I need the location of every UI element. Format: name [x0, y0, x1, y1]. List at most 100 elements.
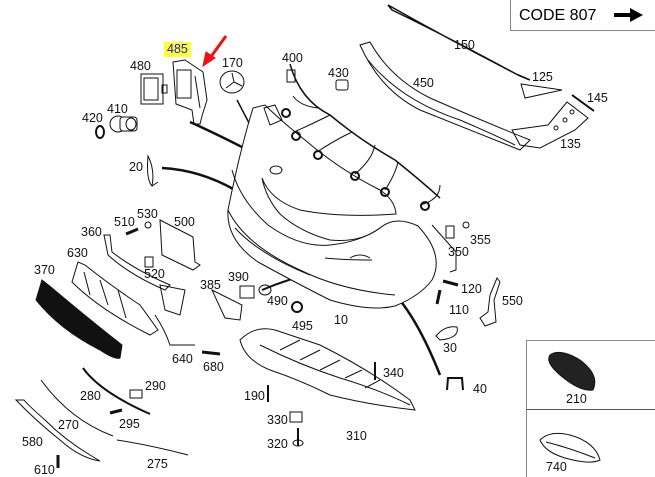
label-450[interactable]: 450 — [413, 76, 434, 90]
part-390-sensor[interactable] — [239, 285, 255, 299]
label-410[interactable]: 410 — [107, 102, 128, 116]
part-355-screw[interactable] — [462, 221, 470, 229]
label-190[interactable]: 190 — [244, 389, 265, 403]
label-275[interactable]: 275 — [147, 457, 168, 471]
part-480-module[interactable] — [140, 73, 168, 105]
label-580[interactable]: 580 — [22, 435, 43, 449]
label-430[interactable]: 430 — [328, 66, 349, 80]
part-420-ring[interactable] — [95, 125, 105, 139]
label-290[interactable]: 290 — [145, 379, 166, 393]
part-310-undertray[interactable] — [239, 328, 416, 411]
label-355[interactable]: 355 — [470, 233, 491, 247]
arrow-right-icon — [614, 8, 643, 22]
label-280[interactable]: 280 — [80, 389, 101, 403]
label-10[interactable]: 10 — [334, 313, 348, 327]
label-390[interactable]: 390 — [228, 270, 249, 284]
label-210[interactable]: 210 — [566, 392, 587, 406]
label-125[interactable]: 125 — [532, 70, 553, 84]
part-520-clip[interactable] — [144, 256, 154, 268]
label-630[interactable]: 630 — [67, 246, 88, 260]
label-350[interactable]: 350 — [448, 245, 469, 259]
part-490-sensor[interactable] — [258, 284, 272, 296]
label-480[interactable]: 480 — [130, 59, 151, 73]
label-495[interactable]: 495 — [292, 319, 313, 333]
part-295-clip[interactable] — [109, 408, 123, 415]
part-270-strip[interactable] — [40, 379, 114, 437]
part-330-nut[interactable] — [289, 411, 303, 423]
label-310[interactable]: 310 — [346, 429, 367, 443]
part-550-bracket[interactable] — [479, 276, 501, 327]
code-807-box: CODE 807 — [510, 0, 655, 31]
part-640-trim[interactable] — [154, 314, 195, 346]
part-10-bumper[interactable] — [227, 104, 437, 309]
label-610[interactable]: 610 — [34, 463, 55, 477]
label-30[interactable]: 30 — [443, 341, 457, 355]
part-580-trim[interactable] — [14, 399, 101, 462]
part-275-strip[interactable] — [116, 439, 189, 456]
label-510[interactable]: 510 — [114, 215, 135, 229]
label-150[interactable]: 150 — [454, 38, 475, 52]
part-360-bracket[interactable] — [103, 234, 186, 316]
label-550[interactable]: 550 — [502, 294, 523, 308]
label-330[interactable]: 330 — [267, 413, 288, 427]
part-30-cover[interactable] — [435, 326, 458, 341]
inset-box-210 — [526, 340, 655, 410]
part-135-grille[interactable] — [511, 101, 589, 149]
label-170[interactable]: 170 — [222, 56, 243, 70]
red-pointer-arrow-icon — [202, 35, 228, 68]
part-740-light[interactable] — [539, 432, 601, 463]
label-120[interactable]: 120 — [461, 282, 482, 296]
label-500[interactable]: 500 — [174, 215, 195, 229]
label-135[interactable]: 135 — [560, 137, 581, 151]
label-320[interactable]: 320 — [267, 437, 288, 451]
label-370[interactable]: 370 — [34, 263, 55, 277]
label-340[interactable]: 340 — [383, 366, 404, 380]
label-520[interactable]: 520 — [144, 267, 165, 281]
part-430-clip[interactable] — [335, 79, 349, 91]
part-530-nut[interactable] — [144, 221, 152, 229]
part-145-strip[interactable] — [571, 94, 595, 112]
label-270[interactable]: 270 — [58, 418, 79, 432]
part-210-grille-insert[interactable] — [548, 351, 596, 391]
part-350-clip[interactable] — [445, 225, 455, 239]
label-360[interactable]: 360 — [81, 225, 102, 239]
part-510-bolt[interactable] — [125, 227, 139, 236]
part-485-bracket[interactable] — [172, 59, 208, 125]
part-450-carrier[interactable] — [359, 41, 531, 151]
label-295[interactable]: 295 — [119, 417, 140, 431]
part-290-bracket[interactable] — [129, 389, 143, 399]
part-495-ring[interactable] — [291, 301, 303, 313]
label-680[interactable]: 680 — [203, 360, 224, 374]
part-410-sensor[interactable] — [109, 115, 138, 133]
part-125-trim[interactable] — [520, 83, 563, 99]
part-320-screw[interactable] — [292, 428, 304, 447]
part-120-screw[interactable] — [442, 279, 459, 287]
label-40[interactable]: 40 — [473, 382, 487, 396]
part-40-bracket[interactable] — [446, 377, 464, 391]
part-400-harness[interactable] — [281, 63, 441, 211]
part-680-clip[interactable] — [201, 350, 221, 356]
part-150-strip[interactable] — [387, 4, 531, 81]
label-530[interactable]: 530 — [137, 207, 158, 221]
label-640[interactable]: 640 — [172, 352, 193, 366]
label-485-highlighted[interactable]: 485 — [164, 42, 191, 57]
label-20[interactable]: 20 — [129, 160, 143, 174]
part-500-plate[interactable] — [159, 219, 201, 271]
code-label: CODE 807 — [519, 7, 597, 24]
label-420[interactable]: 420 — [82, 111, 103, 125]
part-110-bolt[interactable] — [435, 289, 442, 305]
label-400[interactable]: 400 — [282, 51, 303, 65]
part-370-lower-grille[interactable] — [35, 279, 123, 359]
part-630-frame[interactable] — [71, 261, 159, 336]
part-385-bracket[interactable] — [210, 288, 243, 321]
label-145[interactable]: 145 — [587, 91, 608, 105]
label-385[interactable]: 385 — [200, 278, 221, 292]
part-20-cover[interactable] — [147, 154, 159, 188]
label-110[interactable]: 110 — [449, 303, 469, 317]
label-490[interactable]: 490 — [267, 294, 288, 308]
label-740[interactable]: 740 — [546, 460, 567, 474]
part-170-emblem[interactable] — [219, 70, 245, 94]
part-280-strip[interactable] — [82, 367, 151, 415]
